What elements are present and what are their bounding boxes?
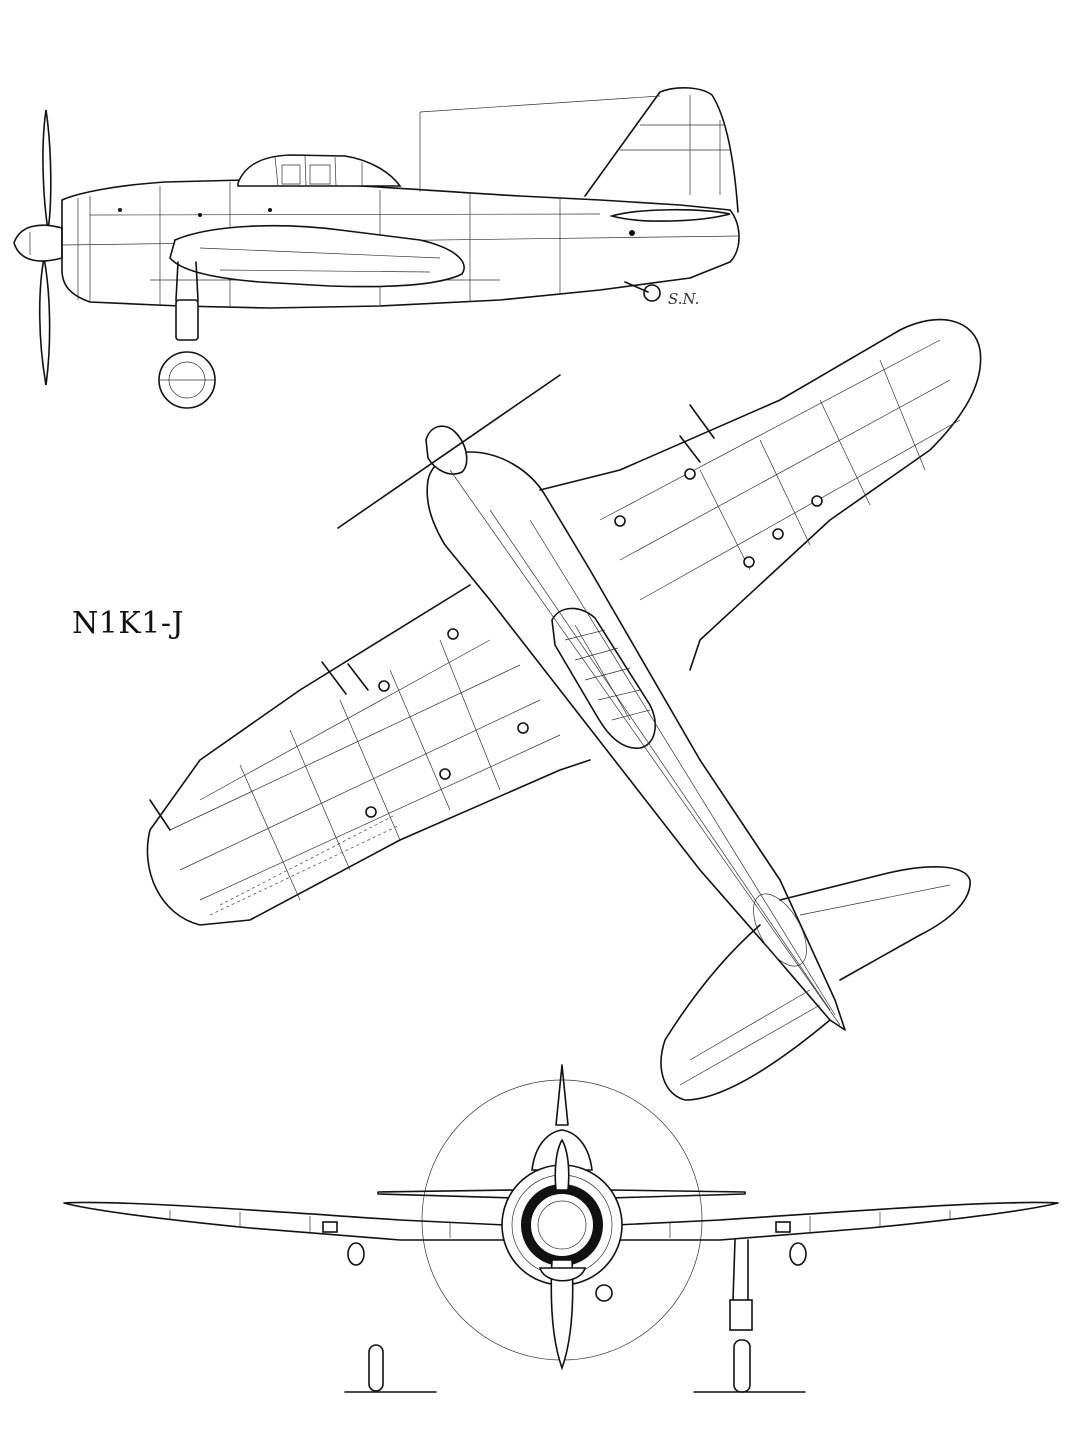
side-view xyxy=(13,87,741,409)
aircraft-designation-title: N1K1-J xyxy=(72,606,184,641)
side-propeller xyxy=(13,109,63,386)
front-view xyxy=(63,1064,1059,1393)
top-view xyxy=(146,318,982,1101)
artist-signature: S.N. xyxy=(668,290,700,308)
